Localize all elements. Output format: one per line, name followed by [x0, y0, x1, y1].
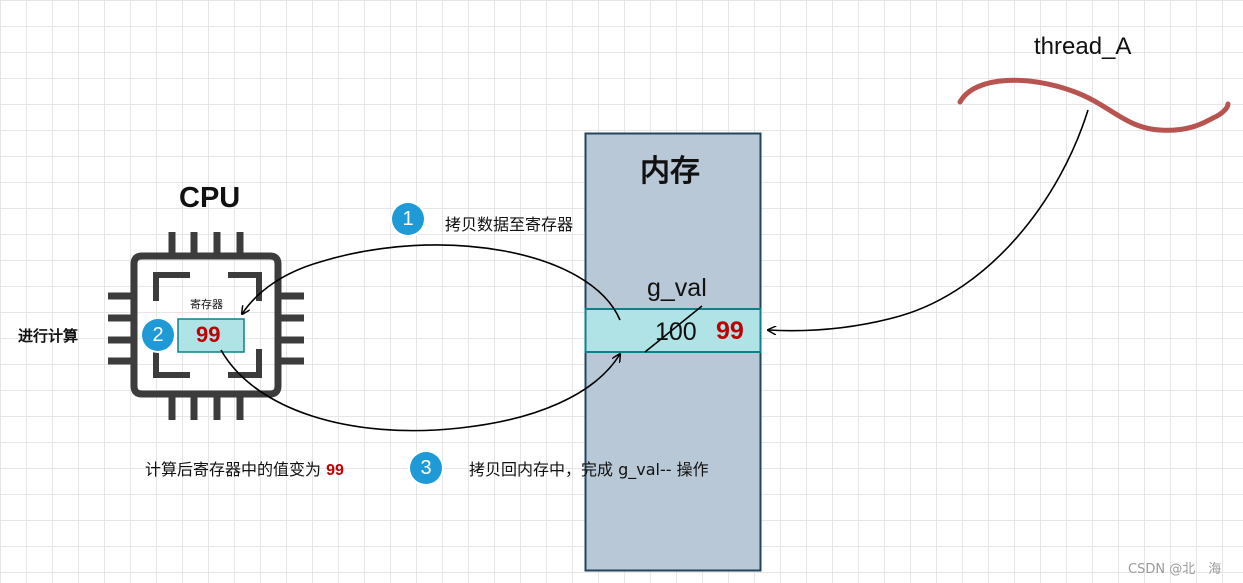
step-3-text: 拷贝回内存中，完成 g_val-- 操作: [469, 460, 709, 479]
step-1-badge: 1: [392, 203, 424, 235]
memory-variable-name: g_val: [647, 274, 707, 302]
thread-title: thread_A: [1034, 33, 1132, 60]
memory-new-value: 99: [716, 317, 744, 345]
memory-old-value: 100: [655, 318, 697, 346]
cpu-chip-icon: [108, 232, 304, 420]
thread-wave-icon: [957, 77, 1231, 133]
cpu-title: CPU: [179, 182, 241, 214]
step-2-badge: 2: [142, 319, 174, 351]
register-label: 寄存器: [190, 298, 223, 311]
step-1-text: 拷贝数据至寄存器: [445, 215, 574, 234]
register-result-note: 计算后寄存器中的值变为 99: [145, 456, 344, 480]
watermark: CSDN @北 海: [1128, 562, 1222, 577]
note-text: 计算后寄存器中的值变为: [145, 460, 322, 479]
arrow-thread-access: [768, 109, 1089, 331]
note-value: 99: [326, 462, 344, 479]
compute-label: 进行计算: [18, 327, 79, 345]
memory-cell-g-val: [584, 308, 762, 353]
step-3-badge: 3: [410, 452, 442, 484]
register-value: 99: [196, 322, 221, 347]
memory-title: 内存: [640, 154, 700, 189]
arrow-copy-to-memory: [220, 349, 620, 432]
arrow-copy-to-register: [242, 244, 621, 321]
strike-line: [644, 305, 703, 353]
register-box: [177, 318, 245, 353]
